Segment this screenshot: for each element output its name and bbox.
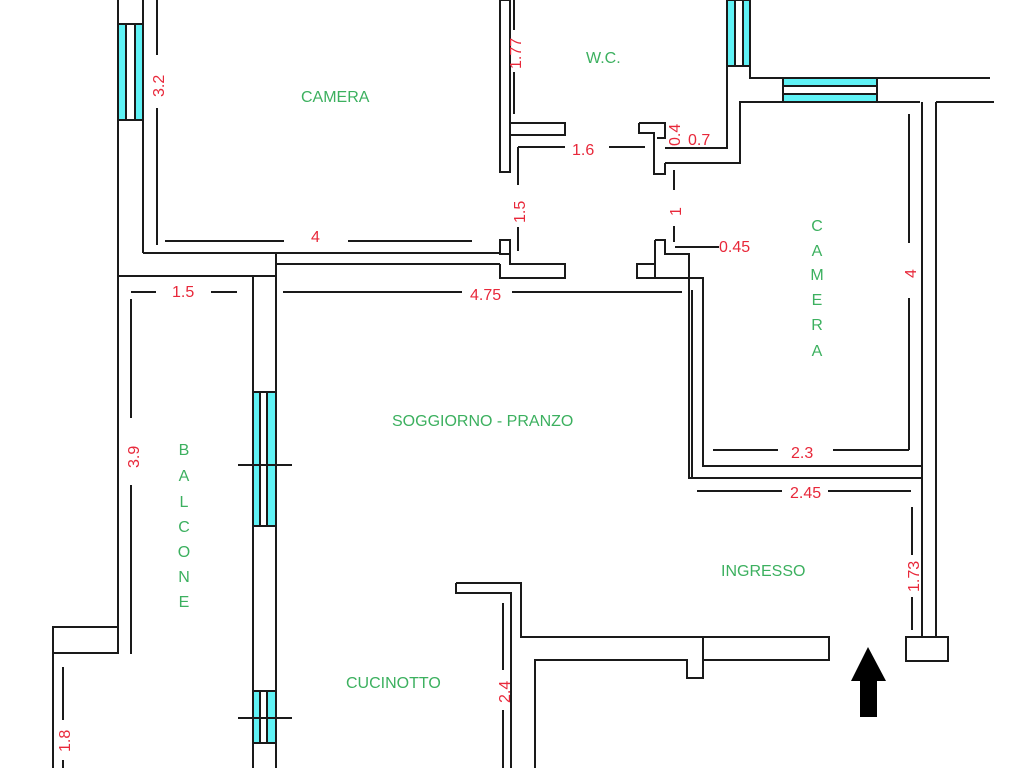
windows <box>117 0 878 744</box>
dim-ingresso-width: 2.45 <box>790 485 821 502</box>
wall-soggiorno-right-outer <box>655 239 922 479</box>
walls <box>52 0 994 768</box>
measurements: 3.2 4 1.77 1.6 0.4 0.7 1.5 1 0.45 1.5 3.… <box>57 38 923 752</box>
dim-wc-height: 1.77 <box>508 38 525 69</box>
wall-wc-shelf <box>509 122 566 136</box>
dim-camera-width: 4 <box>311 229 320 246</box>
dim-ingresso-height: 1.73 <box>906 561 923 592</box>
wall-balcone-step <box>52 626 118 653</box>
room-label-wc: W.C. <box>586 50 621 67</box>
svg-text:A: A <box>812 343 823 360</box>
room-label-camera: CAMERA <box>301 89 370 106</box>
wall-stub <box>499 240 566 279</box>
dim-camera-height: 3.2 <box>151 75 168 97</box>
window-soggiorno <box>238 391 292 527</box>
room-label-soggiorno: SOGGIORNO - PRANZO <box>392 413 573 430</box>
wall-wc-jamb <box>639 122 666 139</box>
wall-wc-left <box>499 0 511 173</box>
dim-balcone-height: 3.9 <box>126 446 143 468</box>
wall-balcone-left <box>52 276 119 768</box>
room-labels: CAMERA W.C. SOGGIORNO - PRANZO INGRESSO … <box>178 50 824 692</box>
window-wc <box>726 0 751 67</box>
room-label-ingresso: INGRESSO <box>721 563 805 580</box>
svg-text:R: R <box>811 317 823 334</box>
dim-wc-step-a: 0.4 <box>667 124 684 146</box>
wall-cucinotto-left <box>455 583 512 768</box>
svg-text:B: B <box>179 442 190 459</box>
room-label-balcone-vertical: B A L C O N E <box>178 442 190 611</box>
dimension-lines <box>62 0 913 768</box>
dim-wc-width: 1.6 <box>572 142 594 159</box>
dim-corridor-right: 1 <box>668 207 685 216</box>
svg-text:N: N <box>178 569 190 586</box>
svg-text:C: C <box>178 519 190 536</box>
wall-pillar <box>905 636 949 662</box>
wall-wc-jamb-2 <box>638 123 666 175</box>
dim-wc-step-b: 0.7 <box>688 132 710 149</box>
svg-text:A: A <box>179 468 190 485</box>
svg-text:E: E <box>179 594 190 611</box>
wall-wc-right-inner <box>665 66 728 149</box>
room-label-camera-vertical: C A M E R A <box>810 218 823 360</box>
svg-text:M: M <box>810 267 823 284</box>
dim-corridor-left: 1.5 <box>512 201 529 223</box>
svg-text:O: O <box>178 544 190 561</box>
dim-camera-right-width: 2.3 <box>791 445 813 462</box>
door-jamb <box>499 239 511 255</box>
dim-balcone-width: 1.5 <box>172 284 194 301</box>
svg-text:L: L <box>180 494 189 511</box>
window-cucinotto <box>238 690 292 744</box>
svg-text:C: C <box>811 218 823 235</box>
window-camera-left <box>117 23 144 121</box>
svg-text:A: A <box>812 243 823 260</box>
svg-text:E: E <box>812 292 823 309</box>
room-label-cucinotto: CUCINOTTO <box>346 675 441 692</box>
dim-door-offset: 0.45 <box>719 239 750 256</box>
dim-left-bottom: 1.8 <box>57 730 74 752</box>
dim-cucinotto-height: 2.4 <box>497 681 514 703</box>
dim-soggiorno-width: 4.75 <box>470 287 501 304</box>
dim-camera-right-height: 4 <box>903 269 920 278</box>
window-camera-right <box>782 77 878 103</box>
wall-camera-right-left <box>636 240 922 467</box>
arrow-up-icon <box>851 647 886 717</box>
wall-top-outer <box>749 66 990 79</box>
